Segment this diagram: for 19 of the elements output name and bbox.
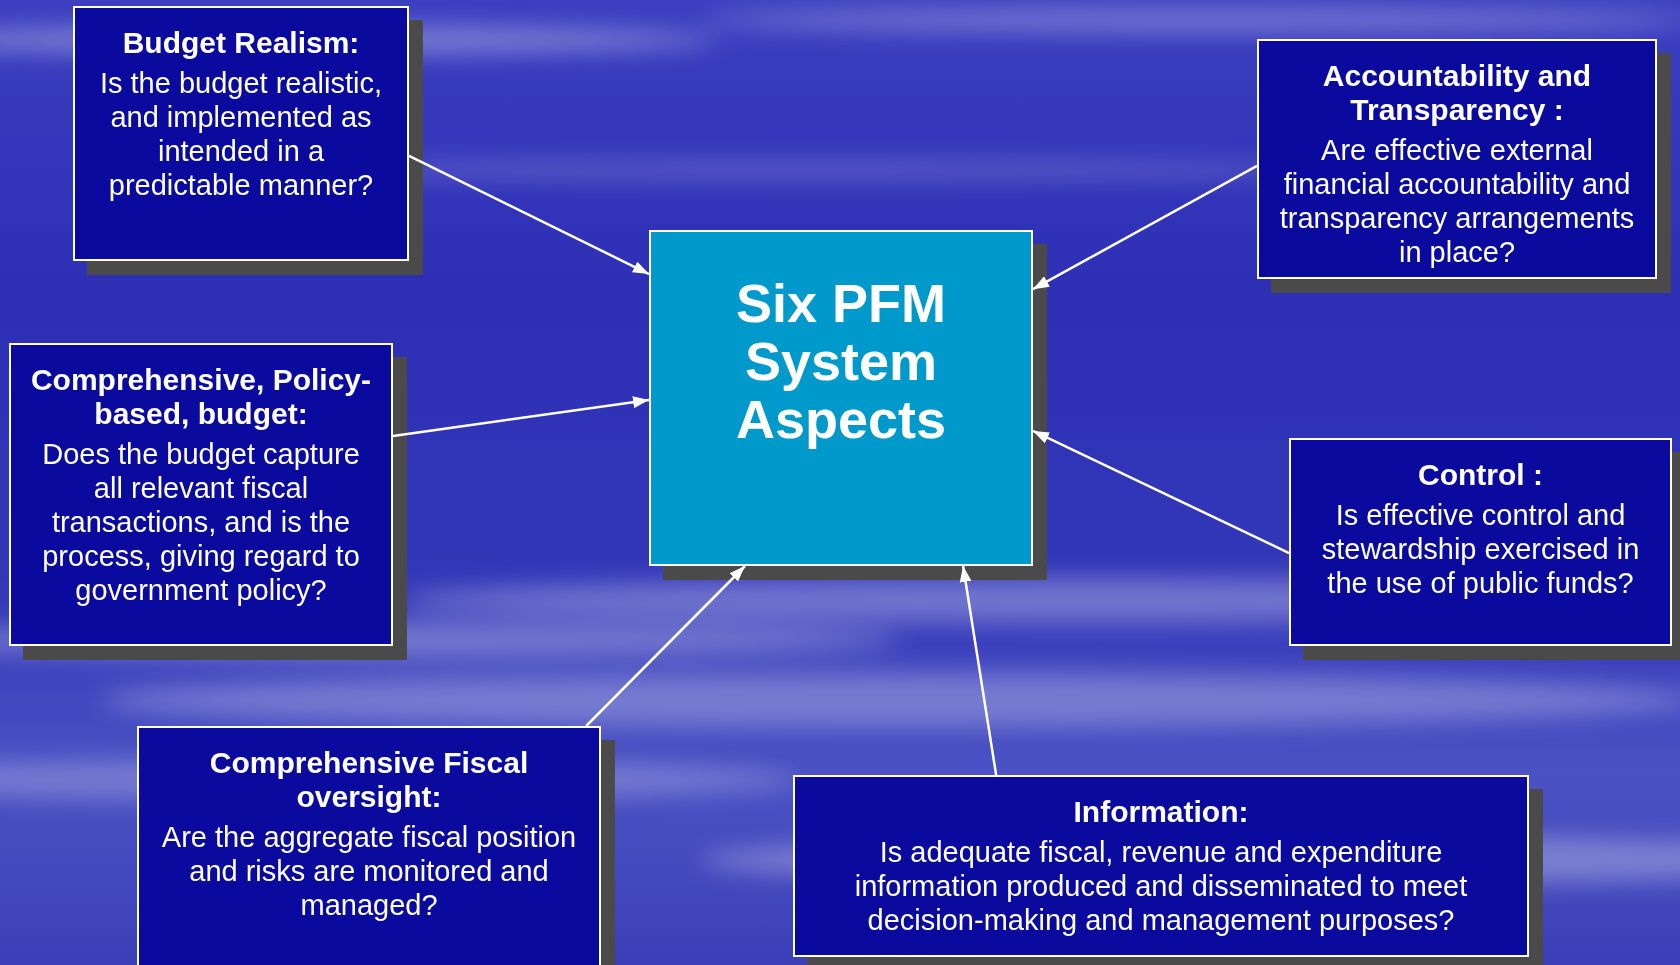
- title-text: Six PFM System Aspects: [734, 274, 948, 448]
- aspect-question: Is adequate fiscal, revenue and expenditure information produced and disseminated to meet decision-making and management purposes?: [853, 835, 1469, 937]
- aspect-heading: Comprehensive Fiscal oversight:: [208, 746, 530, 814]
- arrow: [392, 396, 650, 438]
- aspect-question: Are effective external financial accountability and transparency arrangements in place?: [1278, 133, 1636, 269]
- aspect-question: Are the aggregate fiscal position and risks are monitored and managed?: [160, 820, 578, 922]
- aspect-heading: Control :: [1418, 458, 1543, 492]
- aspect-heading: Budget Realism:: [122, 26, 360, 60]
- arrow: [408, 154, 650, 276]
- arrow: [959, 565, 998, 776]
- aspect-heading: Information:: [1073, 795, 1249, 829]
- aspect-heading: Comprehensive, Policy-based, budget:: [29, 363, 373, 431]
- aspect-question: Is effective control and stewardship exercised in the use of public funds?: [1320, 498, 1641, 600]
- arrow: [585, 565, 746, 727]
- arrow: [1032, 429, 1290, 555]
- aspect-question: Does the budget capture all relevant fiscal transactions, and is the process, giving regard to government policy?: [41, 437, 361, 607]
- arrow: [1032, 164, 1258, 291]
- aspect-question: Is the budget realistic, and implemented as intended in a predictable manner?: [98, 66, 384, 202]
- aspect-heading: Accountability and Transparency :: [1321, 59, 1593, 127]
